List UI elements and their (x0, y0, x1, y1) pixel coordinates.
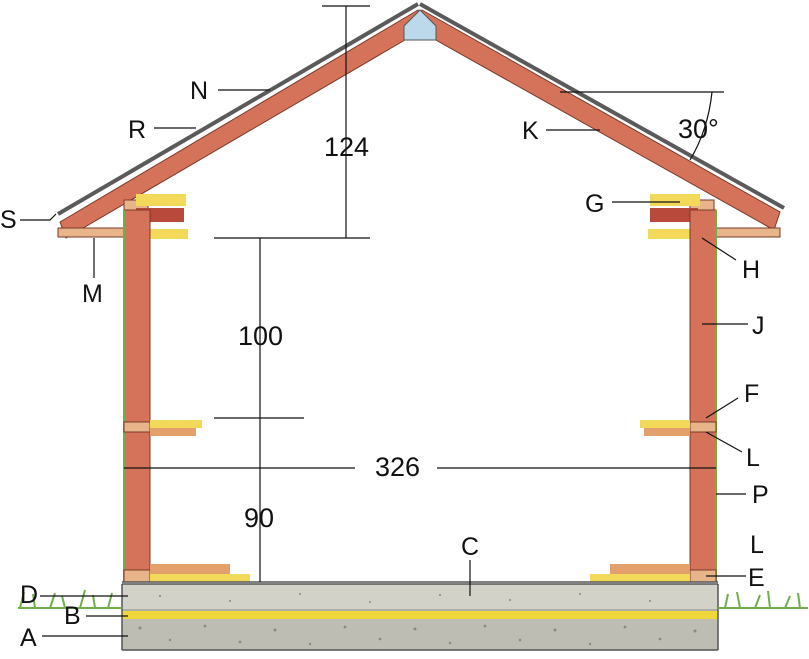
gravel-speckles (138, 593, 697, 646)
right-insulation-low (648, 229, 700, 239)
label-S: S (0, 206, 17, 234)
width-value: 326 (375, 452, 420, 482)
label-L-lower: L (750, 531, 764, 559)
dimension-lines (124, 5, 724, 582)
left-wall-stud (123, 209, 151, 583)
upper-height-value: 100 (238, 321, 283, 351)
right-roofing (419, 2, 785, 210)
label-F: F (744, 380, 759, 408)
dimension-values: 124 100 90 326 30° (238, 114, 719, 533)
roof (56, 2, 785, 239)
walls (123, 209, 717, 583)
concrete-slab (122, 584, 718, 611)
right-insulation-top (650, 194, 700, 206)
label-K: K (522, 117, 539, 145)
leader-H (701, 237, 737, 261)
right-wall-stud (689, 209, 717, 583)
left-floor-insulation (150, 564, 230, 574)
leader-lines (20, 89, 748, 637)
part-labels: A B C D E F G H J K L L M N P R S (0, 77, 769, 652)
membrane-layer (122, 610, 718, 619)
floor-framing (122, 420, 718, 583)
right-mid-joist (640, 420, 690, 428)
left-mid-joist (150, 420, 202, 428)
label-G: G (585, 190, 604, 218)
right-floor-insulation (610, 564, 690, 574)
label-R: R (128, 116, 146, 144)
gravel-base (122, 618, 718, 650)
left-rafter (59, 9, 423, 239)
left-insulation-low (136, 229, 188, 239)
ceiling-insulation (136, 194, 700, 239)
right-mid-joist-2 (644, 428, 690, 436)
label-E: E (748, 564, 765, 592)
label-N: N (190, 77, 208, 105)
left-floor-insulation-2 (150, 574, 250, 582)
foundation (18, 583, 808, 651)
left-insulation-top (136, 194, 186, 206)
left-roofing (56, 2, 420, 216)
roof-height-value: 124 (324, 132, 369, 162)
left-mid-joist-2 (150, 428, 196, 436)
right-mid-plate (689, 421, 717, 433)
pitch-arc (689, 91, 713, 161)
label-C: C (461, 533, 479, 561)
left-sole-plate (123, 569, 151, 583)
leader-F (705, 397, 739, 419)
left-mid-plate (123, 421, 151, 433)
label-P: P (752, 481, 769, 509)
right-insulation-mid (650, 208, 698, 222)
label-M: M (82, 280, 103, 308)
lower-height-value: 90 (244, 503, 274, 533)
label-D: D (20, 581, 38, 609)
label-J: J (752, 312, 765, 340)
label-L-upper: L (746, 444, 760, 472)
label-H: H (742, 256, 760, 284)
right-floor-insulation-2 (590, 574, 690, 582)
label-B: B (64, 602, 81, 630)
ridge-vent (403, 9, 437, 41)
leader-S (20, 213, 57, 221)
leader-L-upper (705, 431, 743, 453)
label-A: A (20, 624, 37, 652)
roof-pitch-value: 30° (678, 114, 719, 144)
